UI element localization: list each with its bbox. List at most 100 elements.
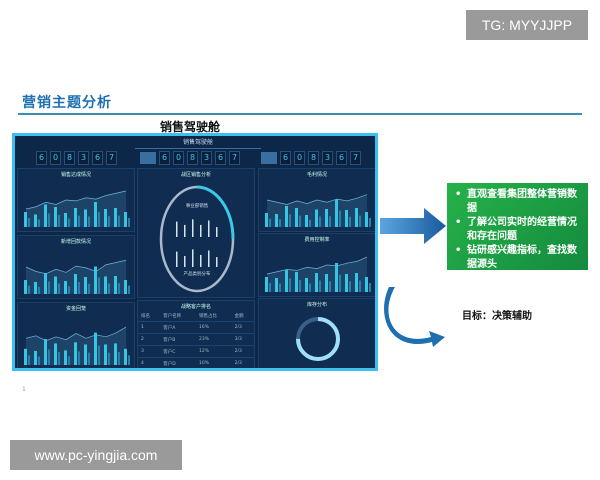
bar: [216, 257, 218, 267]
table-cell: 16%: [195, 321, 232, 334]
bar: [355, 273, 358, 292]
table-cell: 10%: [195, 357, 232, 368]
inventory-ring: [296, 317, 340, 361]
bar: [208, 250, 210, 267]
bar: [98, 345, 100, 365]
bar: [68, 356, 70, 365]
bar: [279, 219, 281, 227]
bar-line-chart: [24, 259, 130, 294]
column-header: 客户名称: [160, 310, 196, 322]
bar: [289, 278, 291, 292]
bar: [216, 227, 218, 237]
bar: [38, 286, 40, 294]
bar: [54, 343, 57, 365]
table-cell: 客户A: [160, 321, 196, 334]
bar: [34, 214, 37, 227]
bar: [44, 339, 47, 365]
bullet-item: 钻研感兴趣指标，查找数据源头: [455, 244, 582, 272]
bar: [58, 283, 60, 294]
bar: [192, 249, 194, 267]
goal-text: 目标：决策辅助: [462, 311, 532, 322]
bar: [184, 224, 186, 237]
bar: [54, 207, 57, 227]
bar: [285, 269, 288, 292]
bar: [305, 215, 308, 227]
table-cell: 1: [138, 321, 161, 334]
bar: [339, 274, 341, 292]
bar: [94, 202, 97, 227]
bar: [285, 206, 288, 227]
bar: [269, 283, 271, 292]
ranking-title: 战略客户排名: [180, 304, 211, 310]
bar: [88, 352, 90, 365]
bar: [48, 213, 50, 227]
chart-panel: 毛利情况: [258, 168, 375, 232]
bar: [329, 216, 331, 227]
counter-digit: 0: [294, 151, 305, 165]
bar: [58, 215, 60, 227]
bar: [309, 219, 311, 227]
bar: [345, 210, 348, 227]
bar: [68, 286, 70, 294]
bullet-item: 了解公司实时的经营情况和存在问题: [455, 216, 582, 244]
bar: [325, 274, 328, 292]
bar-line-chart: [24, 326, 130, 365]
curved-arrow-icon: [384, 287, 445, 347]
counter-digit: 0: [173, 151, 184, 165]
table-cell: 23%: [195, 333, 232, 346]
panel-title: 销售达成情况: [60, 172, 91, 178]
counter-label: [17, 152, 33, 164]
inventory-title: 库存分布: [306, 302, 327, 308]
bar: [74, 342, 77, 365]
series-line: [25, 326, 127, 342]
bar: [24, 280, 27, 294]
bar: [329, 281, 331, 292]
table-cell: 客户B: [160, 333, 196, 346]
bar-line-chart: [265, 194, 371, 227]
column-header: 排名: [138, 310, 161, 322]
counter-label: [140, 152, 156, 164]
bar: [74, 274, 77, 294]
counter-digit: 6: [280, 151, 291, 165]
counter-digit: 7: [106, 151, 117, 165]
series-line: [25, 259, 127, 275]
bar: [98, 277, 100, 294]
bar: [319, 216, 321, 227]
bar: [48, 349, 50, 365]
bar: [54, 276, 57, 294]
series-line: [266, 194, 368, 205]
column-header: 销售占比: [195, 310, 232, 322]
bar: [98, 212, 100, 227]
bar: [319, 280, 321, 292]
counter-digit: 3: [201, 151, 212, 165]
bar: [359, 280, 361, 292]
bar: [365, 277, 368, 292]
bar: [124, 348, 127, 365]
bar: [78, 351, 80, 365]
counter-digit: 3: [322, 151, 333, 165]
bar: [369, 283, 371, 292]
bar: [38, 356, 40, 365]
ring-label: 事业部销售: [186, 202, 209, 209]
counter-digit: 6: [215, 151, 226, 165]
bar-line-chart: [265, 256, 371, 292]
bar: [104, 209, 107, 227]
bar: [114, 208, 117, 227]
page-number: 1: [22, 386, 26, 393]
table-cell: 2/3: [231, 357, 254, 368]
bar: [295, 208, 298, 227]
bar: [299, 280, 301, 292]
counter-digit: 8: [187, 151, 198, 165]
counter-digit: 8: [308, 151, 319, 165]
bar: [118, 352, 120, 365]
dashboard-caption: 销售驾驶舱: [160, 120, 221, 134]
bar: [88, 283, 90, 294]
bar: [34, 282, 37, 294]
